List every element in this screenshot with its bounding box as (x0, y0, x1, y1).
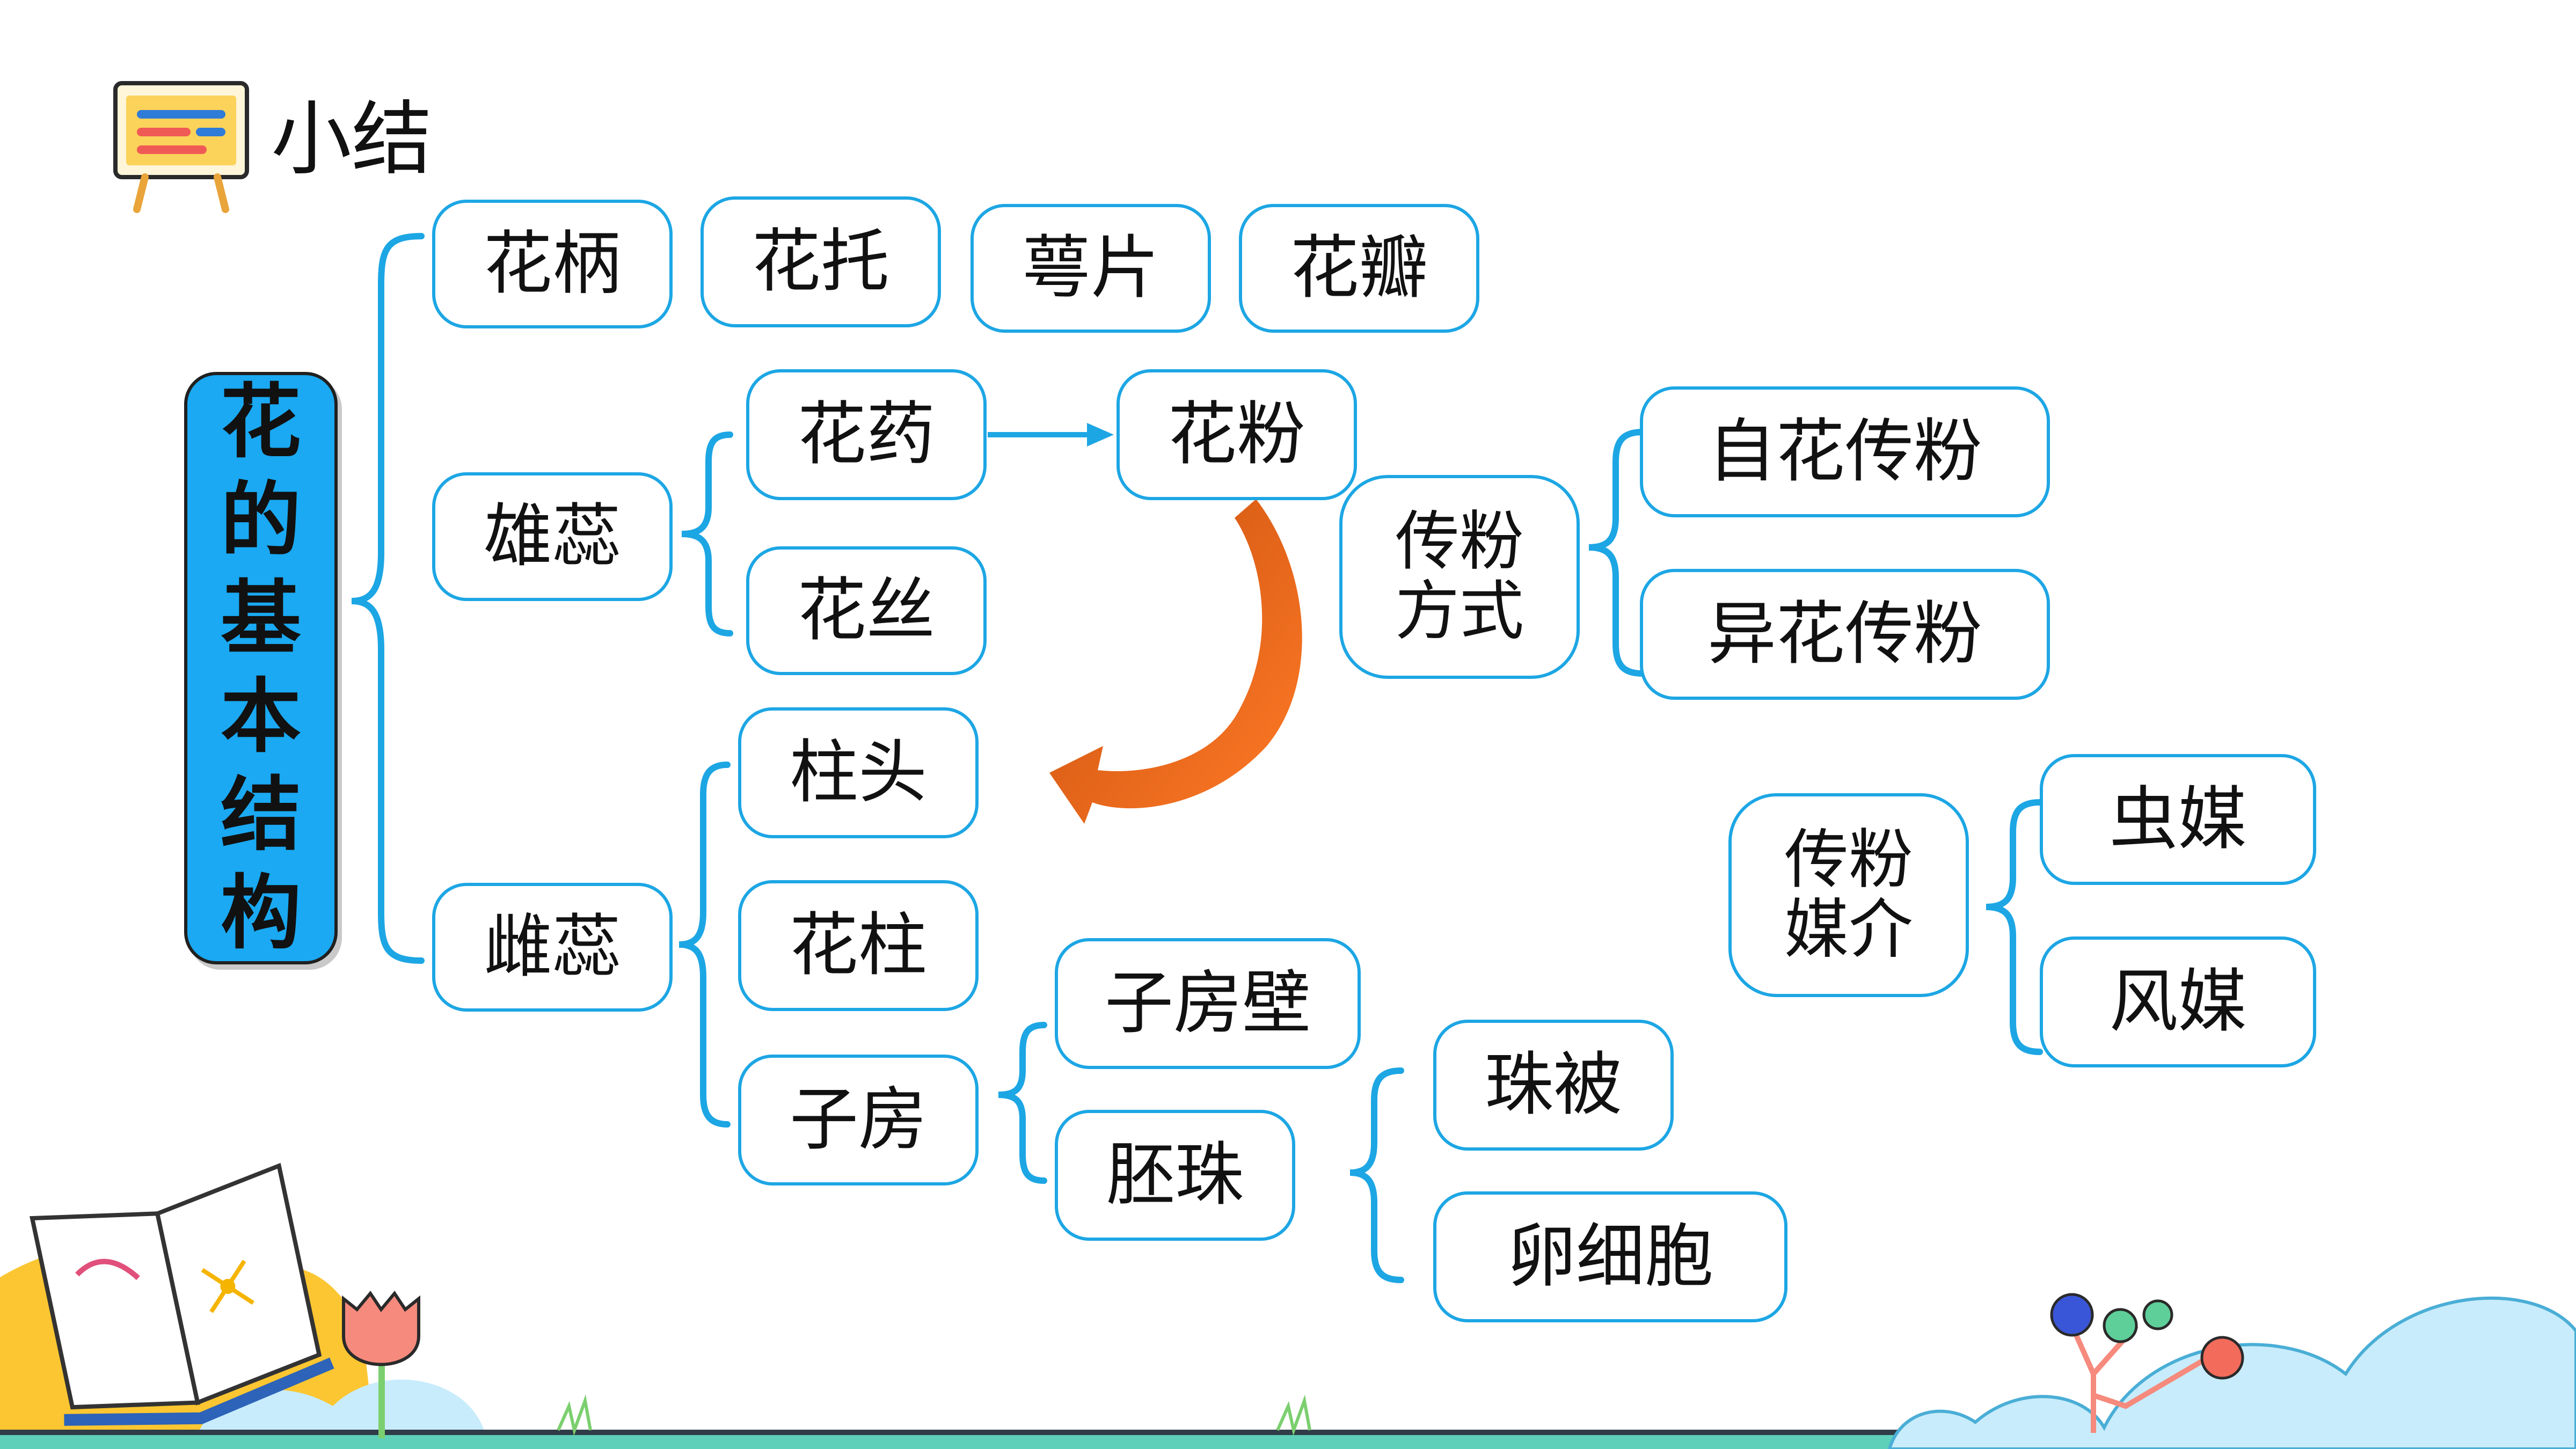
node-label: 花托 (751, 222, 889, 302)
node-huaban: 花瓣 (1239, 204, 1479, 333)
flower-icon (342, 1290, 420, 1438)
node-label: 花药 (797, 394, 935, 474)
node-label-line: 传粉 (1395, 504, 1524, 580)
node-anther: 花药 (746, 369, 987, 500)
arrow-anther-to-pollen (988, 423, 1114, 447)
brace-ovary (998, 1022, 1047, 1184)
node-stamen: 雄蕊 (432, 472, 673, 601)
brace-ovule (1349, 1067, 1404, 1283)
node-label: 虫媒 (2109, 779, 2247, 859)
node-label: 柱头 (789, 733, 927, 813)
brace-pollination-mode (1588, 429, 1646, 677)
node-label: 珠被 (1484, 1045, 1622, 1125)
node-stigma: 柱头 (738, 707, 979, 838)
node-label: 卵细胞 (1507, 1217, 1713, 1297)
node-ovary: 子房 (738, 1055, 979, 1185)
node-label: 花瓣 (1290, 228, 1428, 308)
balloon-tree-icon (2050, 1293, 2244, 1433)
node-label: 花柱 (789, 905, 927, 985)
node-insect-pollination: 虫媒 (2040, 754, 2316, 885)
node-ovule: 胚珠 (1055, 1110, 1295, 1241)
page-title: 小结 (271, 93, 433, 186)
node-label: 异花传粉 (1707, 594, 1982, 674)
node-pollination-mode: 传粉 方式 (1339, 475, 1580, 679)
node-egg-cell: 卵细胞 (1433, 1191, 1787, 1322)
node-self-pollination: 自花传粉 (1640, 386, 2050, 517)
node-label: 花丝 (797, 570, 935, 650)
node-label: 花柄 (483, 224, 621, 304)
node-huatuo: 花托 (700, 196, 941, 327)
node-cross-pollination: 异花传粉 (1640, 569, 2050, 700)
node-label: 雄蕊 (483, 496, 621, 576)
node-filament: 花丝 (746, 546, 987, 675)
node-label: 自花传粉 (1707, 412, 1982, 492)
brace-pistil (678, 762, 731, 1128)
node-ovary-wall: 子房壁 (1055, 938, 1361, 1069)
node-label-line: 方式 (1395, 574, 1524, 649)
root-node: 花的基本结构 (184, 372, 338, 964)
node-label: 胚珠 (1106, 1135, 1244, 1215)
node-label-line: 媒介 (1784, 892, 1913, 967)
node-huabing: 花柄 (432, 200, 673, 328)
book-icon (30, 1162, 334, 1426)
grass-icon (1276, 1394, 1311, 1436)
node-pollination-medium: 传粉 媒介 (1728, 793, 1969, 997)
brace-root (351, 233, 425, 964)
brace-pollination-medium (1986, 799, 2043, 1055)
node-label-line: 传粉 (1784, 823, 1913, 898)
arrow-pollination (1049, 499, 1302, 824)
node-epian: 萼片 (970, 204, 1211, 333)
node-label: 子房 (789, 1080, 927, 1160)
node-integument: 珠被 (1433, 1020, 1674, 1151)
brace-stamen (681, 431, 733, 636)
node-label: 子房壁 (1104, 963, 1311, 1043)
node-label: 风媒 (2109, 962, 2247, 1042)
connectors (351, 233, 2043, 1283)
node-label: 萼片 (1021, 228, 1159, 308)
whiteboard-icon (113, 81, 249, 213)
node-pistil: 雌蕊 (432, 883, 673, 1012)
node-pollen: 花粉 (1116, 369, 1357, 500)
node-wind-pollination: 风媒 (2040, 936, 2316, 1067)
node-style: 花柱 (738, 880, 979, 1011)
node-label: 花粉 (1167, 394, 1305, 474)
node-label: 雌蕊 (483, 907, 621, 987)
root-node-label: 花的基本结构 (220, 376, 301, 960)
